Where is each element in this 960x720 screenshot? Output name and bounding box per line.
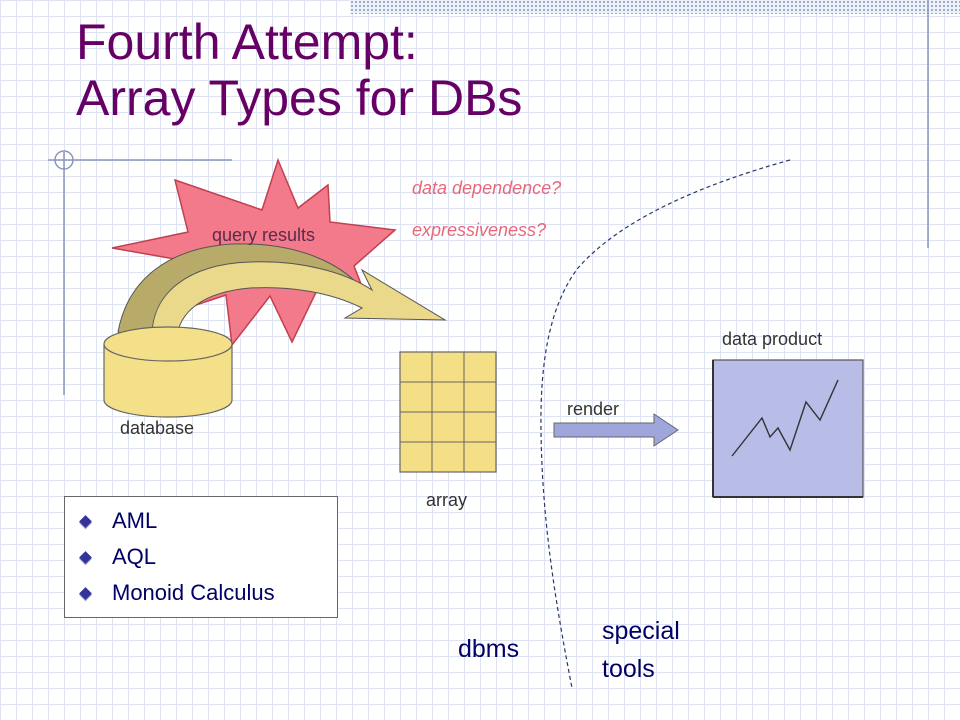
array-grid bbox=[399, 351, 497, 473]
data-product-label: data product bbox=[722, 329, 823, 349]
question-data-dependence: data dependence? bbox=[412, 178, 562, 198]
diamond-bullet-icon bbox=[79, 586, 92, 600]
database-label: database bbox=[120, 418, 195, 438]
question-expressiveness: expressiveness? bbox=[412, 220, 547, 240]
bullet-list: AML AQL Monoid Calculus bbox=[65, 497, 337, 611]
diamond-bullet-icon bbox=[79, 550, 92, 564]
list-item: AQL bbox=[75, 539, 337, 575]
list-item: Monoid Calculus bbox=[75, 575, 337, 611]
title-line-2: Array Types for DBs bbox=[76, 70, 523, 126]
decor-circle bbox=[54, 150, 74, 170]
query-results-label: query results bbox=[212, 225, 316, 245]
list-item-text: AQL bbox=[112, 544, 157, 569]
top-decorative-band bbox=[350, 0, 960, 14]
list-item-text: AML bbox=[112, 508, 158, 533]
curved-arrow bbox=[151, 261, 447, 343]
render-arrow bbox=[553, 413, 679, 447]
data-product-plot bbox=[712, 359, 864, 498]
array-label: array bbox=[426, 490, 468, 510]
cylinder-icon bbox=[103, 326, 233, 418]
special-tools-label: special tools bbox=[602, 617, 680, 683]
dbms-label: dbms bbox=[458, 635, 520, 663]
diamond-bullet-icon bbox=[79, 514, 92, 528]
title-line-1: Fourth Attempt: bbox=[76, 14, 418, 70]
dbms-boundary-curve bbox=[540, 159, 791, 689]
list-item-text: Monoid Calculus bbox=[112, 580, 275, 605]
list-item: AML bbox=[75, 503, 337, 539]
bullet-list-box: AML AQL Monoid Calculus bbox=[64, 496, 338, 618]
page-title: Fourth Attempt: Array Types for DBs bbox=[76, 14, 522, 126]
render-label: render bbox=[567, 399, 620, 419]
